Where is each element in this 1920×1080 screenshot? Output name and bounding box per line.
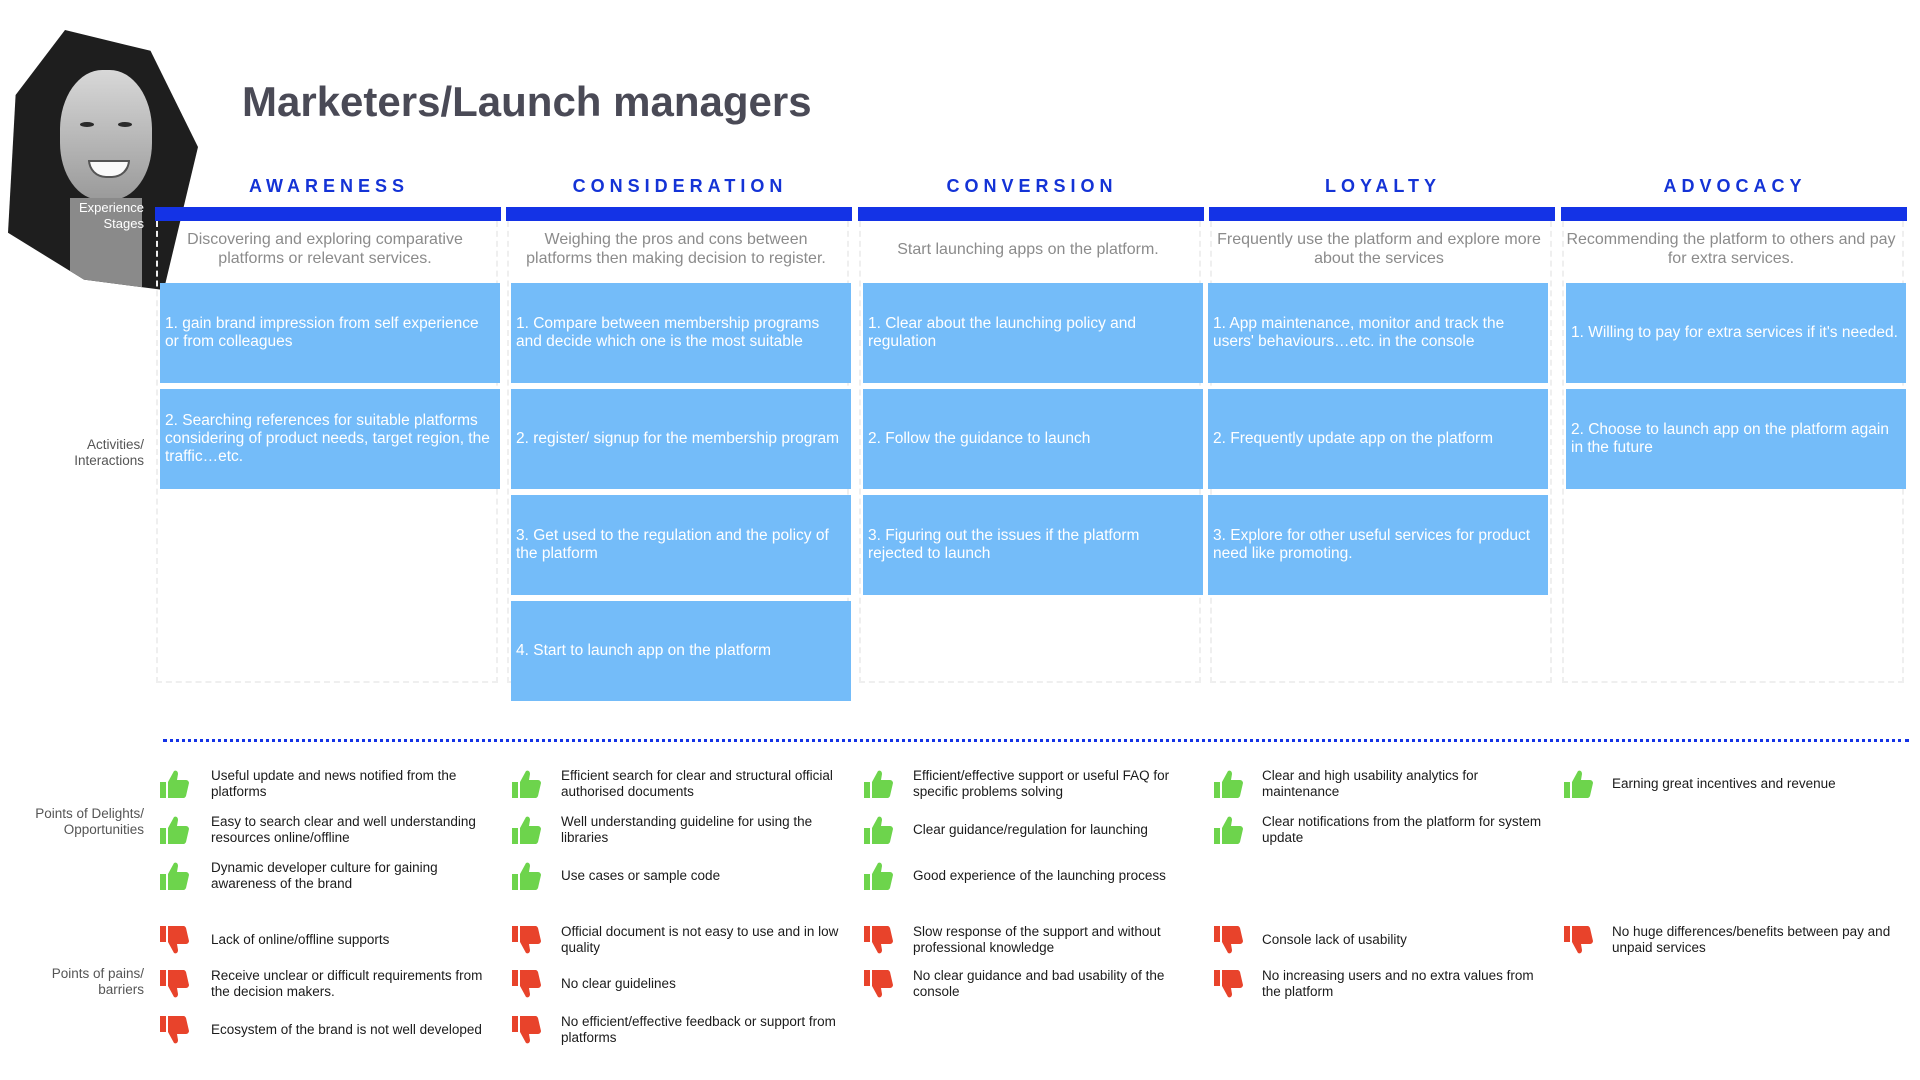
activity-card: 2. register/ signup for the membership p…: [511, 389, 851, 489]
activity-card: 1. Clear about the launching policy and …: [863, 283, 1203, 383]
stage-consideration-bar: [506, 207, 852, 221]
stage-loyalty-title: LOYALTY: [1324, 176, 1441, 196]
thumbs-down-icon: [160, 1016, 189, 1044]
delight-item: Clear notifications from the platform fo…: [1262, 814, 1542, 845]
activity-card: 3. Get used to the regulation and the po…: [511, 495, 851, 595]
persona-face: [60, 70, 152, 200]
thumbs-down-icon: [512, 1016, 541, 1044]
thumbs-up-icon: [512, 770, 541, 798]
persona-eye-left: [80, 122, 94, 127]
thumbs-up-icon: [160, 862, 189, 890]
pain-item: Official document is not easy to use and…: [561, 924, 839, 955]
activity-card: 4. Start to launch app on the platform: [511, 601, 851, 701]
thumbs-up-icon: [1564, 770, 1593, 798]
delight-item: Efficient search for clear and structura…: [561, 768, 833, 799]
thumbs-up-icon: [512, 816, 541, 844]
activity-card: 2. Searching references for suitable pla…: [160, 389, 500, 489]
thumbs-up-icon: [864, 862, 893, 890]
thumbs-up-icon: [512, 862, 541, 890]
pain-item: No increasing users and no extra values …: [1262, 968, 1534, 999]
activity-card: 2. Choose to launch app on the platform …: [1566, 389, 1906, 489]
pain-item: Lack of online/offline supports: [211, 932, 390, 947]
pain-item: Slow response of the support and without…: [913, 924, 1161, 955]
stage-consideration-description: Weighing the pros and cons between platf…: [526, 231, 826, 267]
thumbs-down-icon: [160, 926, 189, 954]
persona-neck: [70, 198, 142, 290]
delight-item: Well understanding guideline for using t…: [561, 814, 813, 845]
stage-conversion-title: CONVERSION: [946, 176, 1118, 196]
pain-item: No efficient/effective feedback or suppo…: [561, 1014, 836, 1045]
stage-conversion-bar: [858, 207, 1204, 221]
delight-item: Use cases or sample code: [561, 868, 721, 883]
thumbs-down-icon: [160, 970, 189, 998]
stage-advocacy-description: Recommending the platform to others and …: [1566, 231, 1896, 267]
pains-row-label: Points of pains/ barriers: [51, 966, 144, 997]
delight-item: Earning great incentives and revenue: [1612, 776, 1836, 791]
activity-card: 1. Willing to pay for extra services if …: [1566, 283, 1906, 383]
thumbs-down-icon: [864, 926, 893, 954]
activity-card: 3. Explore for other useful services for…: [1208, 495, 1548, 595]
experience-stages-label: Experience Stages: [78, 200, 144, 231]
activity-card: 1. App maintenance, monitor and track th…: [1208, 283, 1548, 383]
pain-item: Ecosystem of the brand is not well devel…: [211, 1022, 482, 1037]
stage-loyalty-bar: [1209, 207, 1555, 221]
thumbs-down-icon: [512, 970, 541, 998]
activity-card: 2. Follow the guidance to launch: [863, 389, 1203, 489]
page-title: Marketers/Launch managers: [242, 78, 812, 125]
activity-card: 2. Frequently update app on the platform: [1208, 389, 1548, 489]
activity-card: 1. Compare between membership programs a…: [511, 283, 851, 383]
activities-row-label: Activities/ Interactions: [74, 437, 144, 468]
delight-item: Useful update and news notified from the…: [211, 768, 457, 799]
stage-advocacy-title: ADVOCACY: [1663, 176, 1807, 196]
pain-item: No clear guidance and bad usability of t…: [913, 968, 1165, 999]
thumbs-up-icon: [864, 770, 893, 798]
thumbs-down-icon: [512, 926, 541, 954]
thumbs-down-icon: [1564, 926, 1593, 954]
section-divider: [163, 739, 1909, 742]
stage-awareness-title: AWARENESS: [248, 176, 410, 196]
pain-item: No clear guidelines: [561, 976, 676, 991]
thumbs-up-icon: [160, 816, 189, 844]
stage-consideration-title: CONSIDERATION: [572, 176, 788, 196]
delight-item: Good experience of the launching process: [913, 868, 1166, 883]
activity-card: 1. gain brand impression from self exper…: [160, 283, 500, 383]
stage-conversion-description: Start launching apps on the platform.: [897, 241, 1159, 258]
thumbs-up-icon: [1214, 770, 1243, 798]
pain-item: Console lack of usability: [1262, 932, 1407, 947]
stage-loyalty-description: Frequently use the platform and explore …: [1217, 231, 1541, 267]
thumbs-down-icon: [1214, 970, 1243, 998]
delights-row-label: Points of Delights/ Opportunities: [35, 806, 144, 837]
thumbs-down-icon: [864, 970, 893, 998]
delight-item: Easy to search clear and well understand…: [211, 814, 476, 845]
delight-item: Clear guidance/regulation for launching: [913, 822, 1148, 837]
thumbs-up-icon: [864, 816, 893, 844]
stage-advocacy-bar: [1561, 207, 1907, 221]
delight-item: Dynamic developer culture for gaining aw…: [211, 860, 438, 891]
stage-awareness-bar: [155, 207, 501, 221]
thumbs-up-icon: [160, 770, 189, 798]
delight-item: Clear and high usability analytics for m…: [1262, 768, 1479, 799]
persona-eye-right: [118, 122, 132, 127]
thumbs-up-icon: [1214, 816, 1243, 844]
pain-item: No huge differences/benefits between pay…: [1612, 924, 1891, 955]
delight-item: Efficient/effective support or useful FA…: [913, 768, 1170, 799]
stage-awareness-description: Discovering and exploring comparative pl…: [187, 231, 463, 267]
thumbs-down-icon: [1214, 926, 1243, 954]
pain-item: Receive unclear or difficult requirement…: [211, 968, 483, 999]
activity-card: 3. Figuring out the issues if the platfo…: [863, 495, 1203, 595]
